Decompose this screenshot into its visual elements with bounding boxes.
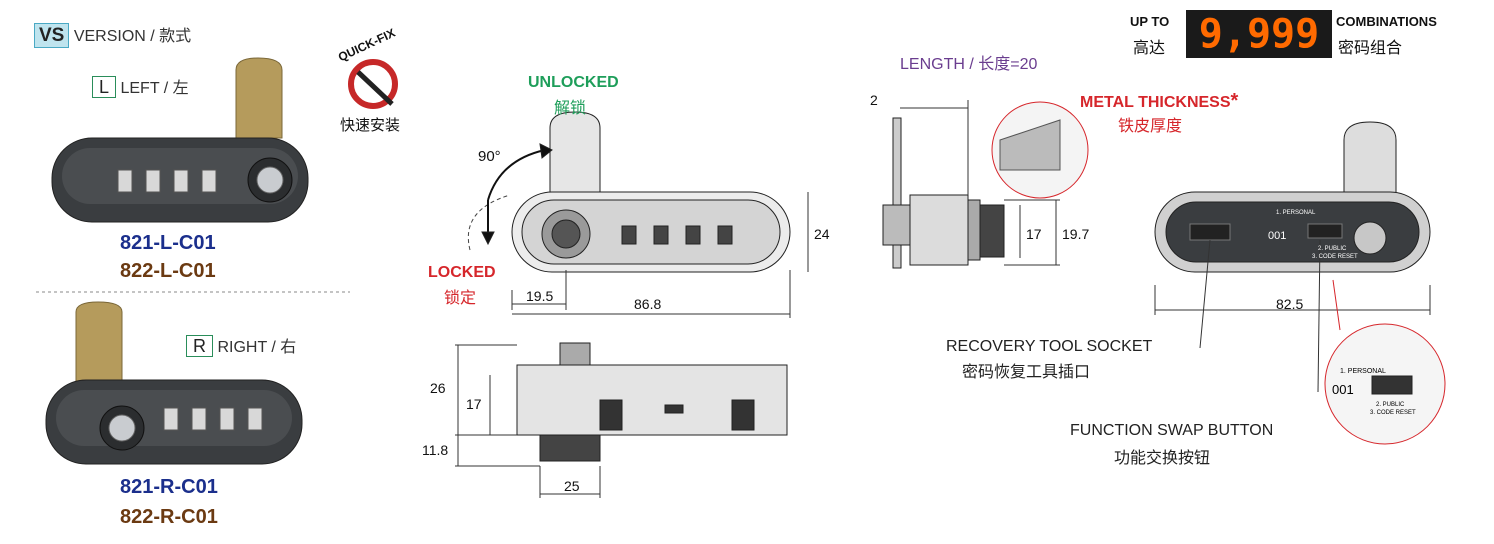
version-label: VERSION / 款式	[73, 28, 192, 45]
left-part-1: 821-L-C01	[120, 232, 216, 254]
front-view-drawing	[467, 111, 809, 318]
function-swap-en: FUNCTION SWAP BUTTON	[1070, 422, 1274, 439]
back-code: 001	[1268, 230, 1287, 242]
version-tag: VS	[34, 23, 70, 48]
front-width-dim: 86.8	[634, 296, 662, 312]
left-version-header: L LEFT / 左	[92, 74, 189, 98]
right-label: RIGHT / 右	[217, 339, 297, 356]
side-view-drawing	[882, 100, 1089, 269]
front-offset-dim: 19.5	[526, 288, 554, 304]
bottom-mid-dim: 17	[466, 396, 482, 412]
zoom-opt3: 3. CODE RESET	[1370, 410, 1416, 416]
combinations-cn: 密码组合	[1338, 40, 1403, 57]
length-label: LENGTH / 长度=20	[900, 56, 1038, 73]
unlocked-en: UNLOCKED	[528, 74, 619, 91]
side-h2-dim: 19.7	[1062, 226, 1090, 242]
right-tag: R	[186, 335, 213, 357]
metal-thickness-cn: 铁皮厚度	[1118, 118, 1183, 135]
right-part-1: 821-R-C01	[120, 476, 218, 498]
combinations-en: COMBINATIONS	[1336, 14, 1437, 29]
bottom-total-dim: 26	[430, 380, 446, 396]
recovery-socket-en: RECOVERY TOOL SOCKET	[946, 338, 1153, 355]
unlocked-cn: 解锁	[554, 100, 587, 117]
locked-cn: 锁定	[444, 290, 477, 307]
back-opt2: 2. PUBLIC	[1318, 246, 1347, 252]
right-version-header: R RIGHT / 右	[186, 333, 296, 357]
metal-thickness-en: METAL THICKNESS*	[1080, 90, 1238, 113]
rotation-angle: 90°	[478, 148, 501, 165]
back-view-drawing	[1154, 121, 1446, 445]
locked-en: LOCKED	[428, 264, 496, 281]
left-part-2: 822-L-C01	[120, 260, 216, 282]
up-to-cn: 高达	[1133, 40, 1166, 57]
zoom-opt2: 2. PUBLIC	[1376, 402, 1405, 408]
back-opt1: 1. PERSONAL	[1276, 210, 1316, 216]
front-height-dim: 24	[814, 226, 830, 242]
back-width-dim: 82.5	[1276, 296, 1304, 312]
recovery-socket-cn: 密码恢复工具插口	[962, 364, 1091, 381]
left-lock-image	[51, 57, 309, 223]
side-h1-dim: 17	[1026, 226, 1042, 242]
function-swap-cn: 功能交换按钮	[1114, 450, 1211, 467]
left-label: LEFT / 左	[120, 80, 189, 97]
zoom-opt1: 1. PERSONAL	[1340, 368, 1386, 375]
quickfix-logo-mark	[348, 59, 398, 109]
version-header: VS VERSION / 款式	[34, 22, 192, 48]
asterisk: *	[1230, 90, 1239, 112]
zoom-code: 001	[1332, 382, 1354, 397]
right-part-2: 822-R-C01	[120, 506, 218, 528]
right-lock-image	[45, 301, 303, 465]
quickfix-caption: 快速安装	[340, 117, 401, 134]
back-opt3: 3. CODE RESET	[1312, 254, 1358, 260]
combination-display: 9,999	[1186, 10, 1332, 58]
metal-thickness-text: METAL THICKNESS	[1080, 94, 1231, 111]
bottom-base-dim: 25	[564, 478, 580, 494]
bottom-view-drawing	[455, 342, 788, 498]
up-to-en: UP TO	[1130, 14, 1170, 29]
left-tag: L	[92, 76, 117, 98]
cam-dim: 2	[870, 92, 878, 108]
bottom-stem-dim: 11.8	[422, 442, 449, 458]
